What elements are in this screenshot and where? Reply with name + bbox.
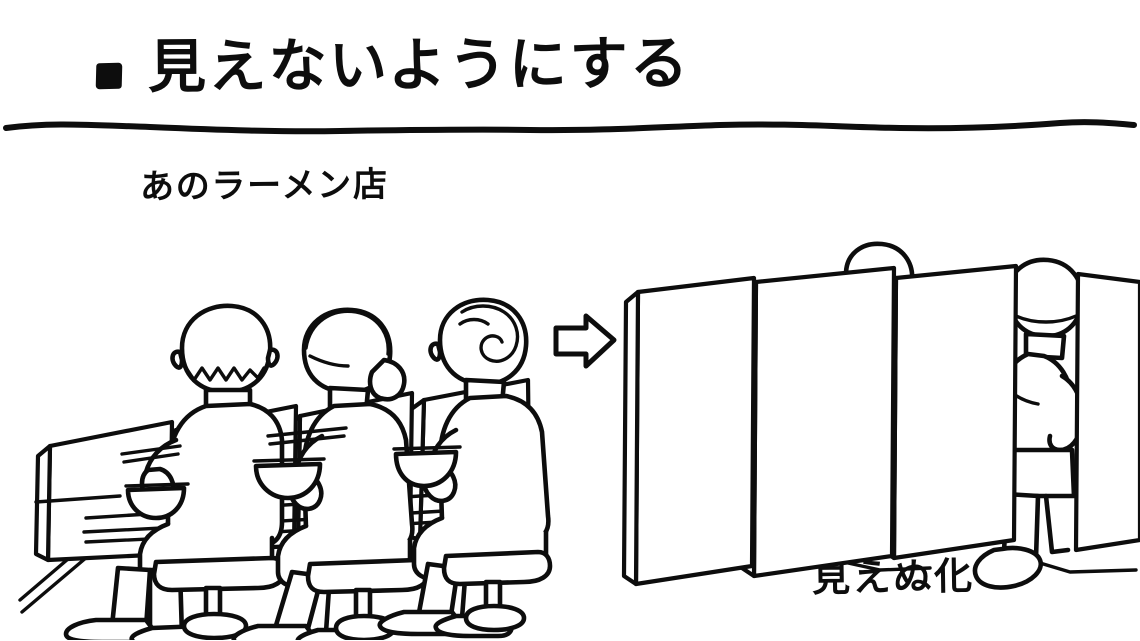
hide-panel-4 (1073, 271, 1140, 553)
scene-after (621, 241, 1140, 590)
before-after-illustration (18, 241, 1140, 640)
filled-square-bullet-icon (95, 62, 123, 90)
person-seated-1 (63, 303, 287, 640)
right-arrow-icon (553, 313, 617, 369)
page-title: 見えないようにする (147, 29, 691, 101)
header-divider (3, 119, 1137, 135)
illustration-stage (0, 240, 1140, 640)
page-title-row: 見えないようにする (95, 29, 691, 101)
scene-before (18, 297, 553, 640)
hide-panel-1 (621, 275, 757, 587)
hide-panel-3 (879, 263, 1019, 561)
person-seated-3 (377, 297, 553, 639)
person-seated-2 (231, 307, 431, 640)
hide-panel-2 (739, 265, 897, 579)
left-scene-caption: あのラーメン店 (139, 164, 389, 208)
slide-header: 見えないようにする (0, 0, 1140, 140)
